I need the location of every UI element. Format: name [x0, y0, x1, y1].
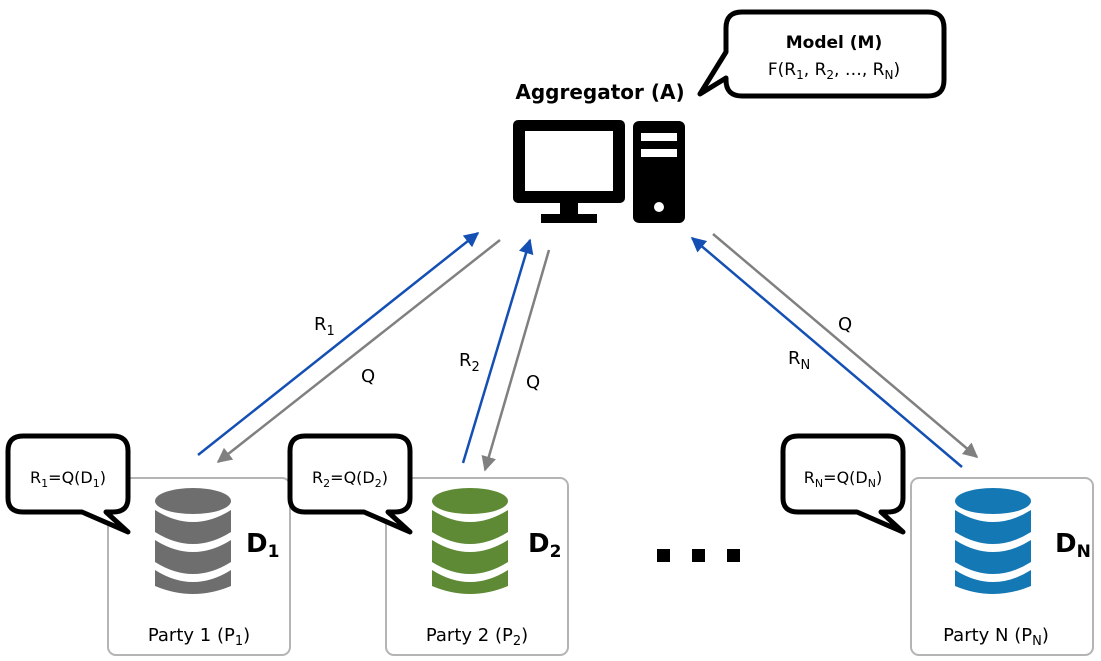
- aggregator: Aggregator (A) Model (M) F(R1, R2, …, RN…: [513, 9, 947, 223]
- r2-label: R2: [459, 350, 480, 375]
- party-2-bubble-text: R2=Q(D2): [312, 468, 388, 490]
- party-1-dataset: D1: [246, 529, 279, 562]
- r1-arrow: [197, 232, 480, 456]
- model-formula: F(R1, R2, …, RN): [768, 60, 900, 82]
- qn-label: Q: [838, 314, 852, 335]
- party-n: DN Party N (PN) RN=Q(DN): [780, 433, 1094, 656]
- party-2-dataset: D2: [528, 529, 561, 562]
- computer-icon: [513, 120, 685, 223]
- party-n-bubble-text: RN=Q(DN): [804, 468, 882, 490]
- party-1: D1 Party 1 (P1) R1=Q(D1): [5, 433, 291, 656]
- ellipsis-dots: [657, 549, 740, 562]
- r2-arrow: [461, 238, 534, 464]
- party-n-label: Party N (PN): [943, 625, 1049, 649]
- party-n-bubble: RN=Q(DN): [780, 433, 906, 535]
- qn-arrow: [712, 233, 979, 458]
- q1-arrow: [216, 239, 501, 463]
- model-bubble: Model (M) F(R1, R2, …, RN): [697, 9, 947, 99]
- r1-label: R1: [314, 314, 335, 339]
- party-2: D2 Party 2 (P2) R2=Q(D2): [287, 433, 569, 656]
- aggregator-label: Aggregator (A): [515, 80, 684, 104]
- party-2-bubble: R2=Q(D2): [287, 433, 413, 535]
- q2-label: Q: [526, 372, 540, 393]
- party-1-bubble: R1=Q(D1): [5, 433, 131, 535]
- rn-arrow: [690, 237, 963, 468]
- q1-label: Q: [361, 366, 375, 387]
- model-title: Model (M): [786, 33, 883, 53]
- party-n-dataset: DN: [1055, 529, 1091, 562]
- q2-arrow: [481, 249, 551, 472]
- party-1-bubble-text: R1=Q(D1): [30, 468, 106, 490]
- arrows: R1 Q R2 Q Q RN: [197, 232, 979, 472]
- party-1-label: Party 1 (P1): [148, 625, 250, 649]
- rn-label: RN: [788, 348, 810, 373]
- party-2-label: Party 2 (P2): [426, 625, 528, 649]
